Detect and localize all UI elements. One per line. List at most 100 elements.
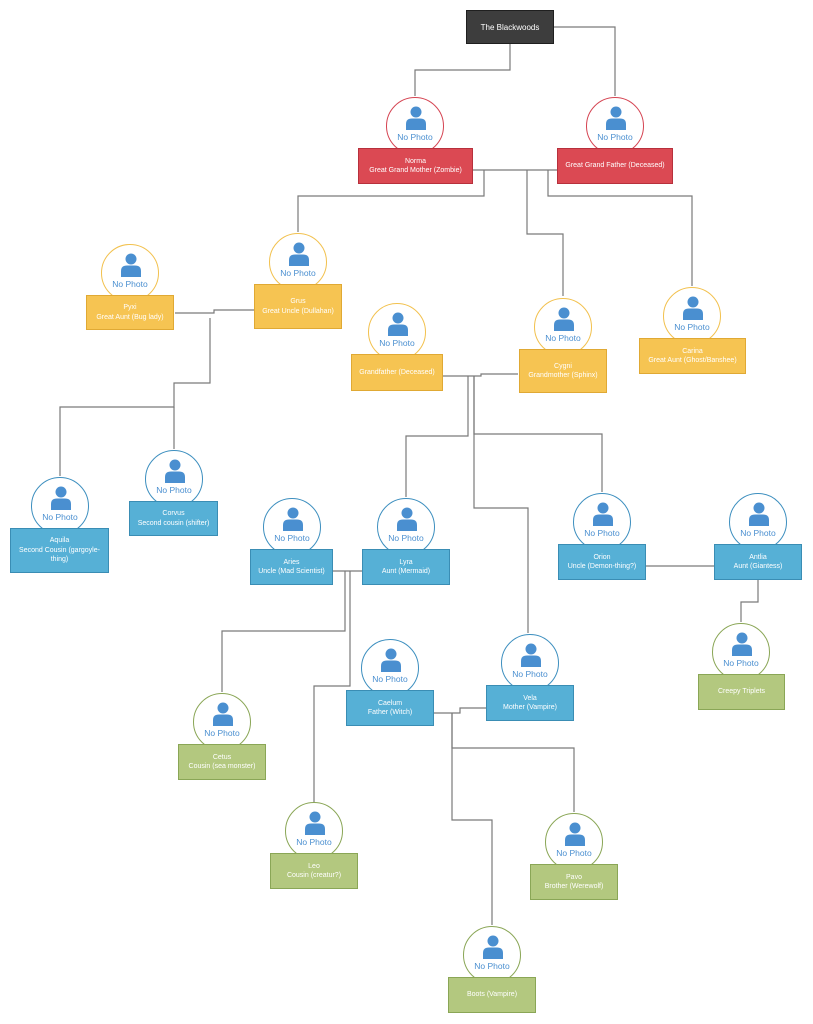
connector-antlia-triplets <box>740 580 759 622</box>
name-card[interactable]: Cetus Cousin (sea monster) <box>178 744 266 780</box>
avatar[interactable]: No Photo <box>386 97 444 155</box>
person-name: Aquila <box>49 537 70 545</box>
name-card[interactable]: Lyra Aunt (Mermaid) <box>362 549 450 585</box>
avatar[interactable]: No Photo <box>31 477 89 535</box>
person-name: Antlia <box>749 553 767 561</box>
person-silhouette-icon <box>397 507 417 531</box>
person-silhouette-icon <box>683 296 703 320</box>
avatar[interactable]: No Photo <box>573 493 631 551</box>
avatar[interactable]: No Photo <box>101 244 159 302</box>
avatar[interactable]: No Photo <box>545 813 603 871</box>
no-photo-label: No Photo <box>204 728 240 738</box>
name-card[interactable]: Grandfather (Deceased) <box>351 354 443 391</box>
name-card[interactable]: Corvus Second cousin (shifter) <box>129 501 218 536</box>
person-role: Uncle (Mad Scientist) <box>258 568 325 575</box>
person-silhouette-icon <box>565 822 585 846</box>
name-card[interactable]: Orion Uncle (Demon-thing?) <box>558 544 646 580</box>
connector-grand-orion <box>473 376 603 492</box>
name-card[interactable]: Great Grand Father (Deceased) <box>557 148 673 184</box>
connector-aries-cetus <box>221 571 346 692</box>
person-name: Leo <box>308 862 320 870</box>
no-photo-label: No Photo <box>556 848 592 858</box>
person-silhouette-icon <box>406 106 426 130</box>
connector-caelum-vela <box>434 707 487 714</box>
avatar[interactable]: No Photo <box>712 623 770 681</box>
name-card[interactable]: Norma Great Grand Mother (Zombie) <box>358 148 473 184</box>
person-name: Orion <box>593 553 611 561</box>
connector-gg-cygni <box>526 170 564 296</box>
person-role: Grandfather (Deceased) <box>359 368 435 376</box>
connector-grand-vela <box>473 376 529 633</box>
person-name: Cygni <box>554 362 572 370</box>
connector-grand-lyra <box>405 376 469 497</box>
no-photo-label: No Photo <box>545 333 581 343</box>
name-card[interactable]: Vela Mother (Vampire) <box>486 685 574 721</box>
avatar[interactable]: No Photo <box>377 498 435 556</box>
avatar[interactable]: No Photo <box>368 303 426 361</box>
person-silhouette-icon <box>732 632 752 656</box>
person-name: Pyxi <box>123 304 137 311</box>
connector-pyxi-grus <box>175 309 254 314</box>
connector-gg-grus <box>297 170 485 232</box>
name-card[interactable]: Grus Great Uncle (Dullahan) <box>254 284 342 329</box>
name-card[interactable]: Boots (Vampire) <box>448 977 536 1013</box>
person-silhouette-icon <box>289 242 309 266</box>
person-role: Brother (Werewolf) <box>544 883 604 890</box>
name-card[interactable]: Aquila Second Cousin (gargoyle-thing) <box>10 528 109 573</box>
person-silhouette-icon <box>121 253 141 277</box>
avatar[interactable]: No Photo <box>586 97 644 155</box>
name-card[interactable]: Antlia Aunt (Giantess) <box>714 544 802 580</box>
avatar[interactable]: No Photo <box>729 493 787 551</box>
person-role: Uncle (Demon-thing?) <box>567 563 637 570</box>
person-silhouette-icon <box>483 935 503 959</box>
family-title: The Blackwoods <box>480 22 540 32</box>
person-name: Carina <box>682 347 703 355</box>
no-photo-label: No Photo <box>280 268 316 278</box>
name-card[interactable]: Cygni Grandmother (Sphinx) <box>519 349 607 393</box>
person-name: Grus <box>290 298 306 305</box>
no-photo-label: No Photo <box>274 533 310 543</box>
name-card[interactable]: Aries Uncle (Mad Scientist) <box>250 549 333 585</box>
avatar[interactable]: No Photo <box>463 926 521 984</box>
no-photo-label: No Photo <box>156 485 192 495</box>
name-card[interactable]: Carina Great Aunt (Ghost/Banshee) <box>639 338 746 374</box>
person-silhouette-icon <box>521 643 541 667</box>
avatar[interactable]: No Photo <box>361 639 419 697</box>
connector-grus-aquila <box>59 318 211 476</box>
avatar[interactable]: No Photo <box>285 802 343 860</box>
person-silhouette-icon <box>283 507 303 531</box>
person-name: Corvus <box>162 510 185 517</box>
person-silhouette-icon <box>593 502 613 526</box>
person-role: Great Aunt (Bug lady) <box>96 313 164 321</box>
connector-gg-carina <box>547 170 693 286</box>
person-silhouette-icon <box>388 312 408 336</box>
avatar[interactable]: No Photo <box>269 233 327 291</box>
no-photo-label: No Photo <box>397 132 433 142</box>
no-photo-label: No Photo <box>474 961 510 971</box>
person-role: Great Uncle (Dullahan) <box>262 307 334 315</box>
person-role: Grandmother (Sphinx) <box>528 372 598 379</box>
avatar[interactable]: No Photo <box>534 298 592 356</box>
family-title-box: The Blackwoods <box>466 10 554 44</box>
person-silhouette-icon <box>213 702 233 726</box>
avatar[interactable]: No Photo <box>145 450 203 508</box>
avatar[interactable]: No Photo <box>193 693 251 751</box>
person-silhouette-icon <box>606 106 626 130</box>
avatar[interactable]: No Photo <box>663 287 721 345</box>
person-name: Cetus <box>212 753 232 761</box>
name-card[interactable]: Pavo Brother (Werewolf) <box>530 864 618 900</box>
person-role: Aunt (Giantess) <box>733 563 783 570</box>
no-photo-label: No Photo <box>42 512 78 522</box>
name-card[interactable]: Pyxi Great Aunt (Bug lady) <box>86 295 174 330</box>
name-card[interactable]: Caelum Father (Witch) <box>346 690 434 726</box>
person-role: Cousin (creatur?) <box>286 872 342 879</box>
avatar[interactable]: No Photo <box>263 498 321 556</box>
connector-aries-leo <box>313 571 351 802</box>
person-name: Pavo <box>566 873 582 881</box>
name-card[interactable]: Leo Cousin (creatur?) <box>270 853 358 889</box>
person-role: Second cousin (shifter) <box>137 519 210 527</box>
name-card[interactable]: Creepy Triplets <box>698 674 785 710</box>
avatar[interactable]: No Photo <box>501 634 559 692</box>
person-role: Great Aunt (Ghost/Banshee) <box>648 357 737 364</box>
